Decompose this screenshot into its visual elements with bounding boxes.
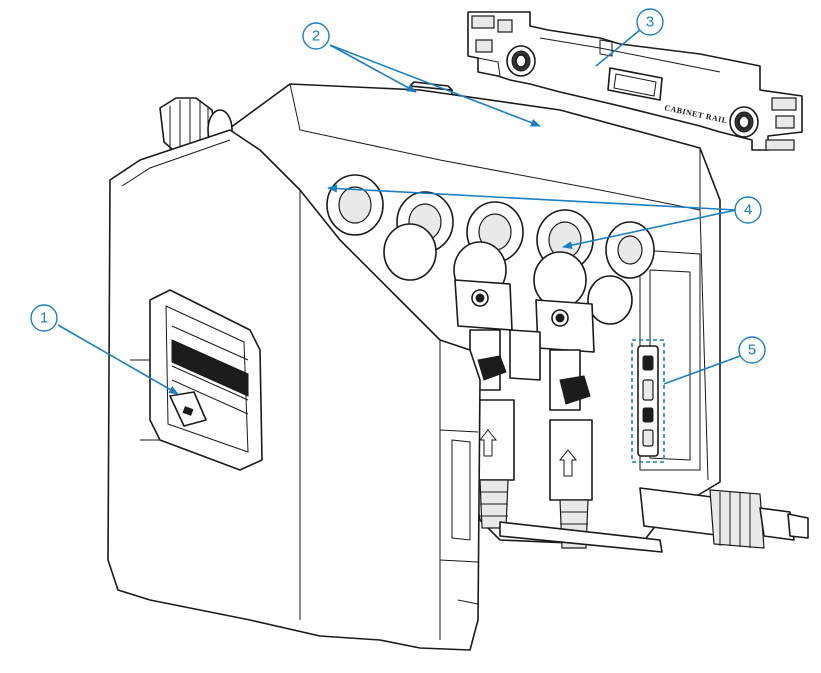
sensor-strip: [637, 345, 659, 457]
callout-4-number: 4: [744, 202, 752, 219]
leader-4a: [327, 184, 737, 211]
sensor-highlight: [631, 339, 665, 463]
callout-5: 5: [738, 336, 766, 364]
callout-4: 4: [734, 196, 762, 224]
leader-3: [595, 29, 641, 67]
callout-3-number: 3: [646, 14, 654, 31]
leader-5: [663, 355, 741, 385]
callout-2: 2: [302, 22, 330, 50]
valve-row: [326, 174, 655, 549]
callout-3: 3: [636, 8, 664, 36]
leader-2b: [329, 44, 541, 127]
front-cover: [107, 129, 481, 651]
cabinet-rail: CABINET RAIL: [467, 11, 803, 151]
callout-2-number: 2: [312, 28, 320, 45]
outlet-fitting: [639, 487, 809, 549]
leader-4b: [562, 209, 737, 250]
callout-leaders: [57, 29, 741, 395]
bottom-bar: [499, 521, 663, 553]
callout-1: 1: [30, 304, 58, 332]
leader-2a: [329, 44, 417, 93]
callout-1-number: 1: [40, 310, 48, 327]
callout-5-number: 5: [748, 342, 756, 359]
leader-1: [57, 324, 179, 395]
